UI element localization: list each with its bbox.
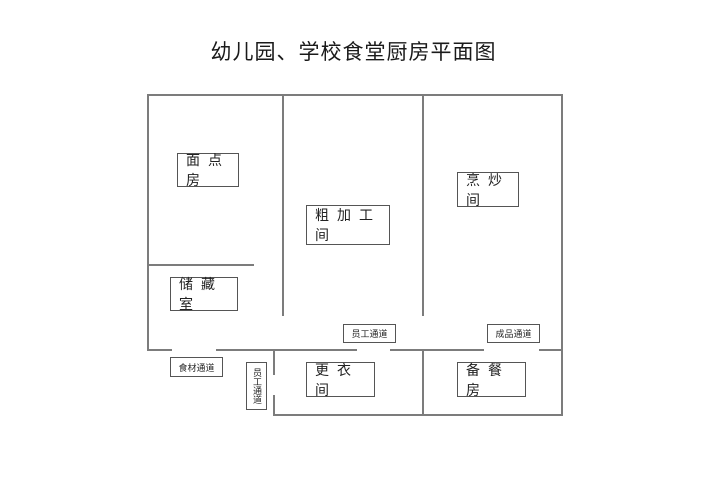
room-label-pastry: 面点房 — [177, 153, 239, 189]
wall-right — [561, 94, 563, 416]
room-label-cooking: 烹炒间 — [457, 172, 519, 209]
room-label-changing: 更衣间 — [306, 362, 375, 399]
passage-label-finished-goods: 成品通道 — [487, 324, 540, 343]
wall-top — [147, 94, 563, 96]
wall-pastry-rough — [282, 94, 284, 316]
wall-storage-bottom-right — [216, 349, 316, 351]
room-label-rough-processing: 粗加工间 — [306, 205, 390, 245]
room-label-serving-prep: 备餐房 — [457, 362, 526, 399]
page-title: 幼儿园、学校食堂厨房平面图 — [210, 40, 497, 64]
passage-label-staff-top: 员工通道 — [343, 324, 396, 343]
passage-label-ingredients: 食材通道 — [170, 357, 223, 377]
wall-mid-c — [539, 349, 563, 351]
wall-pastry-storage — [147, 264, 254, 266]
wall-changing-left-bottom — [273, 395, 275, 416]
passage-label-staff-side: 员工通道 — [246, 362, 267, 410]
wall-left — [147, 94, 149, 350]
room-label-storage: 储藏室 — [170, 277, 238, 313]
wall-mid-b — [390, 349, 484, 351]
wall-bottom — [273, 414, 563, 416]
wall-changing-serving — [422, 349, 424, 416]
wall-changing-left-top — [273, 349, 275, 375]
wall-storage-bottom-left — [147, 349, 172, 351]
wall-rough-cooking — [422, 94, 424, 316]
wall-mid-a — [316, 349, 357, 351]
